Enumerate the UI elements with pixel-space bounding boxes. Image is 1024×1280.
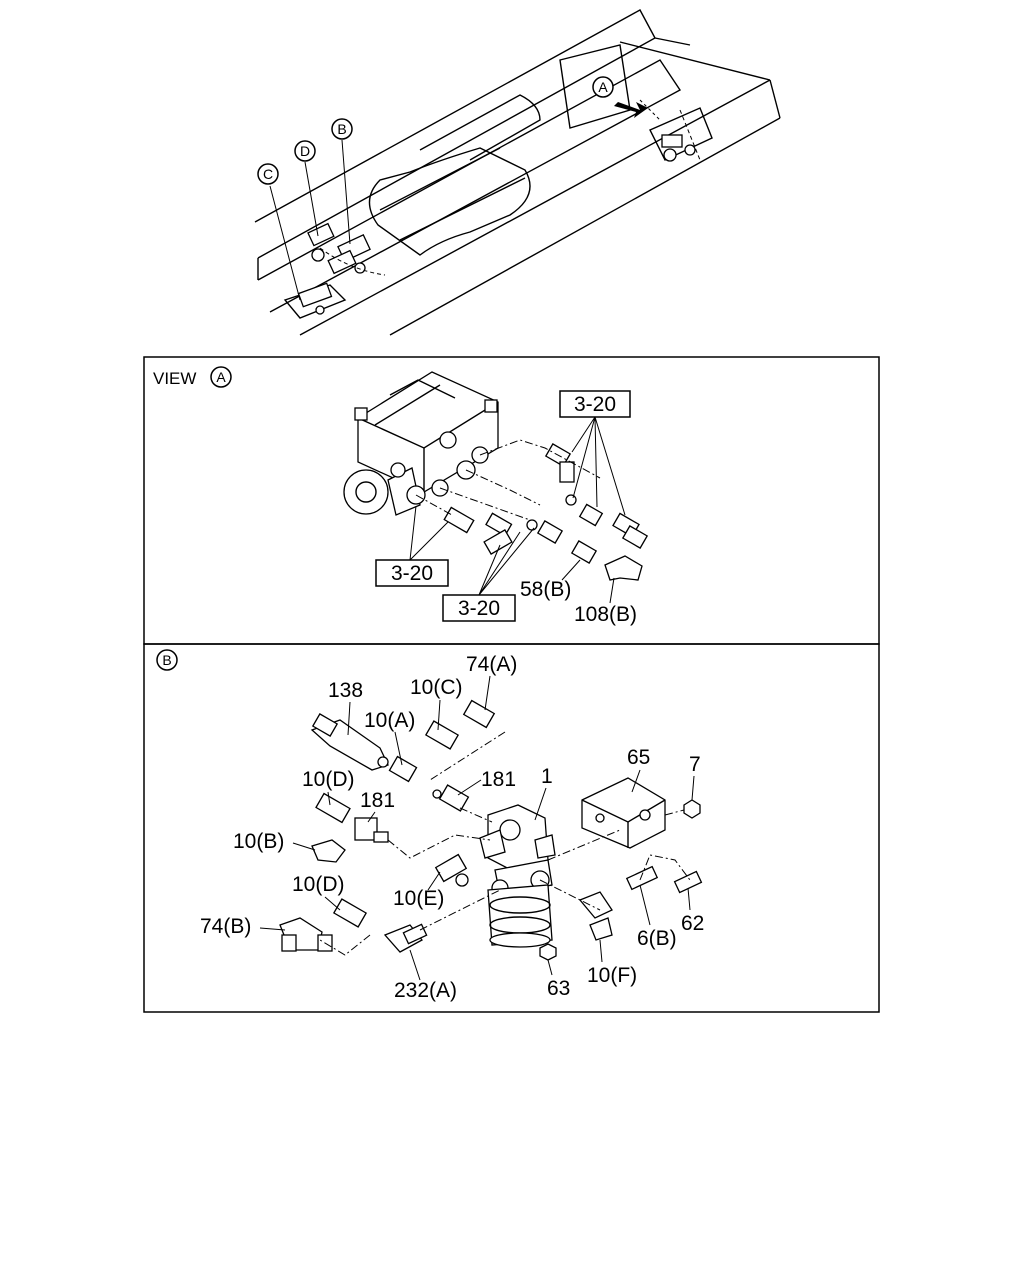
label-10e: 10(E) — [393, 871, 444, 910]
label-65: 65 — [627, 746, 650, 793]
ref-box-3-20-top: 3-20 — [559, 390, 631, 516]
valve-cluster-overview — [283, 222, 386, 319]
svg-text:10(E): 10(E) — [393, 887, 444, 910]
label-10c: 10(C) — [410, 676, 463, 731]
svg-text:65: 65 — [627, 746, 650, 769]
svg-text:10(A): 10(A) — [364, 709, 415, 732]
label-58b: 58(B) — [520, 559, 581, 601]
label-10d-top: 10(D) — [302, 768, 355, 806]
label-181-lower: 181 — [360, 789, 395, 823]
svg-text:10(F): 10(F) — [587, 964, 637, 987]
svg-text:10(D): 10(D) — [292, 873, 345, 896]
view-a-heading-circle: A — [210, 366, 232, 388]
view-b-panel — [143, 643, 880, 1013]
svg-text:138: 138 — [328, 679, 363, 702]
label-63: 63 — [547, 959, 570, 1000]
label-74b: 74(B) — [200, 915, 286, 938]
ref-box-3-20-bottom: 3-20 — [442, 527, 535, 622]
svg-text:B: B — [337, 121, 346, 137]
callout-a: A — [592, 76, 614, 98]
label-10b: 10(B) — [233, 830, 316, 853]
svg-text:232(A): 232(A) — [394, 979, 457, 1002]
ref-box-3-20-left: 3-20 — [375, 505, 449, 587]
svg-text:181: 181 — [360, 789, 395, 812]
label-10a: 10(A) — [364, 709, 415, 766]
svg-text:6(B): 6(B) — [637, 927, 677, 950]
svg-text:108(B): 108(B) — [574, 603, 637, 626]
svg-text:1: 1 — [541, 765, 553, 788]
label-7: 7 — [689, 753, 701, 801]
label-181-upper: 181 — [457, 768, 516, 796]
label-1: 1 — [534, 765, 553, 821]
svg-text:10(B): 10(B) — [233, 830, 284, 853]
svg-text:3-20: 3-20 — [574, 393, 616, 416]
svg-text:C: C — [263, 166, 273, 182]
svg-text:B: B — [162, 652, 171, 668]
svg-text:D: D — [300, 143, 310, 159]
svg-text:58(B): 58(B) — [520, 578, 571, 601]
svg-text:63: 63 — [547, 977, 570, 1000]
label-62: 62 — [681, 887, 704, 935]
view-a-heading: VIEW — [153, 369, 196, 388]
valve-assembly-view-a — [343, 371, 649, 581]
callout-c: C — [257, 163, 279, 185]
svg-text:3-20: 3-20 — [391, 562, 433, 585]
svg-text:10(C): 10(C) — [410, 676, 463, 699]
view-b-heading-circle: B — [156, 649, 178, 671]
label-74a: 74(A) — [466, 653, 517, 711]
callout-d: D — [294, 140, 316, 162]
label-10f: 10(F) — [587, 939, 637, 987]
svg-text:3-20: 3-20 — [458, 597, 500, 620]
label-232a: 232(A) — [394, 949, 457, 1002]
svg-text:181: 181 — [481, 768, 516, 791]
valve-bracket-overview — [639, 99, 713, 162]
svg-text:7: 7 — [689, 753, 701, 776]
callout-b: B — [331, 118, 353, 140]
chassis-frame-overview: A B C D — [254, 9, 781, 336]
svg-text:74(B): 74(B) — [200, 915, 251, 938]
label-138: 138 — [328, 679, 363, 736]
label-108b: 108(B) — [574, 577, 637, 626]
svg-text:74(A): 74(A) — [466, 653, 517, 676]
svg-text:A: A — [216, 369, 226, 385]
svg-text:10(D): 10(D) — [302, 768, 355, 791]
relay-valve-assembly-view-b — [279, 699, 703, 961]
label-10d-bottom: 10(D) — [292, 873, 345, 911]
svg-text:62: 62 — [681, 912, 704, 935]
view-arrow-icon — [614, 102, 648, 118]
svg-text:A: A — [598, 79, 608, 95]
label-6b: 6(B) — [637, 884, 677, 950]
